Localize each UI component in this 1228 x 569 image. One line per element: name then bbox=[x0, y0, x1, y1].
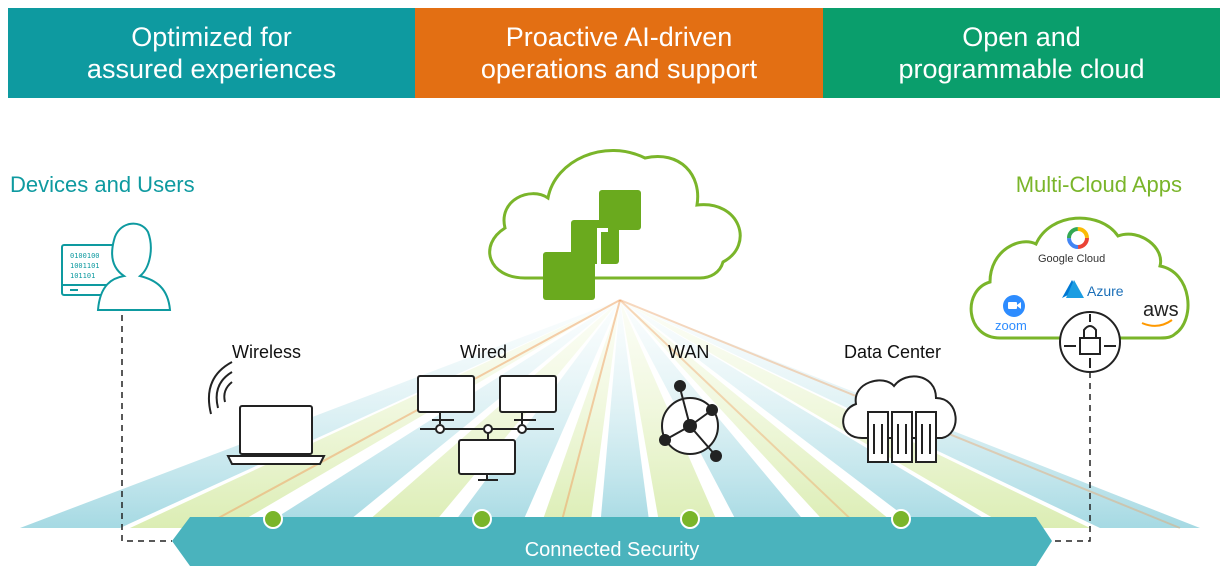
zoom-logo: zoom bbox=[995, 318, 1027, 333]
binary-line: 1001101 bbox=[70, 262, 100, 270]
wan-label: WAN bbox=[668, 342, 710, 362]
mist-ai-cloud bbox=[488, 148, 742, 300]
connection-dot bbox=[891, 509, 911, 529]
wired-label: Wired bbox=[460, 342, 508, 362]
google-cloud-logo: Google Cloud bbox=[1038, 253, 1105, 265]
wireless-label: Wireless bbox=[232, 342, 302, 362]
banner-line: Proactive AI-driven bbox=[505, 22, 733, 52]
banner-optimized: Optimized for assured experiences bbox=[8, 8, 415, 98]
connection-dot bbox=[680, 509, 700, 529]
wired-network-icon bbox=[417, 375, 557, 481]
wireless-laptop-icon bbox=[207, 361, 326, 465]
connected-security-label: Connected Security bbox=[524, 539, 700, 561]
banner-proactive-ai: Proactive AI-driven operations and suppo… bbox=[415, 8, 823, 98]
banner-line: programmable cloud bbox=[898, 54, 1145, 84]
connection-dot bbox=[472, 509, 492, 529]
data-center-label: Data Center bbox=[844, 342, 942, 362]
dashed-connectors bbox=[121, 315, 1091, 542]
user-computer-icon bbox=[61, 222, 172, 311]
banner-line: Open and bbox=[962, 22, 1081, 52]
banner-line: operations and support bbox=[480, 54, 758, 84]
banner-line: assured experiences bbox=[86, 54, 337, 84]
connected-security-bar bbox=[172, 517, 1052, 566]
multi-cloud-apps-label: Multi-Cloud Apps bbox=[1015, 172, 1182, 197]
banner-line: Optimized for bbox=[131, 22, 292, 52]
azure-logo: Azure bbox=[1087, 283, 1124, 299]
binary-line: 101101 bbox=[70, 272, 95, 280]
multi-cloud-icon bbox=[969, 216, 1190, 373]
connection-dot bbox=[263, 509, 283, 529]
wan-network-icon bbox=[659, 380, 722, 462]
aws-logo: aws bbox=[1143, 299, 1179, 321]
data-center-icon bbox=[842, 375, 957, 463]
binary-line: 0100100 bbox=[70, 252, 100, 260]
devices-and-users-label: Devices and Users bbox=[10, 172, 195, 197]
banner-open-cloud: Open and programmable cloud bbox=[823, 8, 1220, 98]
